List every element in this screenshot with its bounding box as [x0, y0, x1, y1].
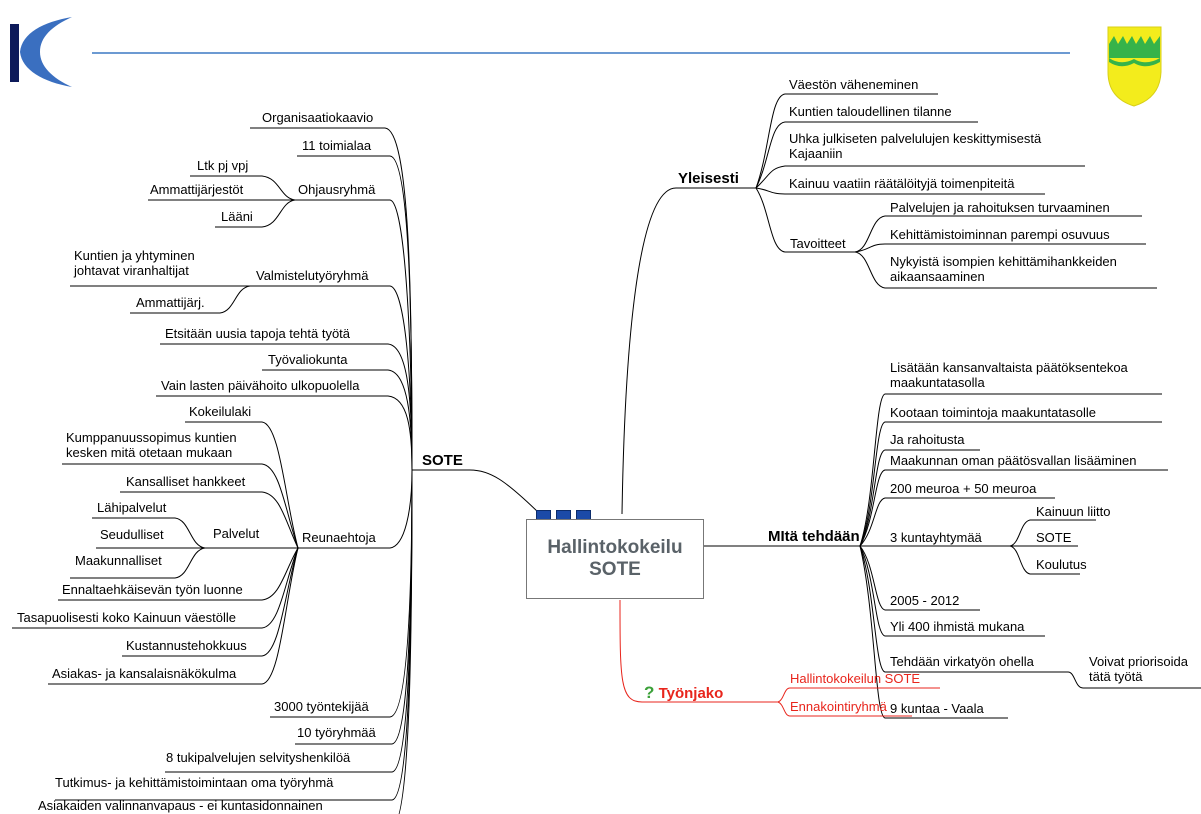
- topic-vaeston-vaheneminen[interactable]: Väestön väheneminen: [789, 77, 919, 92]
- kuntayhtyma-connectors: [1009, 519, 1096, 575]
- topic-nykyista-isompien[interactable]: Nykyistä isompien kehittämihankkeiden ai…: [890, 254, 1117, 284]
- topic-asiakas-ja-kansalaisnakokulma[interactable]: Asiakas- ja kansalaisnäkökulma: [52, 666, 237, 681]
- topic-seudulliset[interactable]: Seudulliset: [100, 527, 164, 542]
- topic-ammattijarj[interactable]: Ammattijärj.: [136, 295, 205, 310]
- branch-sote[interactable]: SOTE: [422, 452, 463, 469]
- ohjausryhma-connectors: [148, 175, 296, 228]
- topic-valmistelutyoryhma[interactable]: Valmistelutyöryhmä: [256, 268, 369, 283]
- topic-kainuun-liitto[interactable]: Kainuun liitto: [1036, 504, 1111, 519]
- topic-maakunnan-oman-paatosvallan[interactable]: Maakunnan oman päätösvallan lisääminen: [890, 453, 1137, 468]
- topic-vain-lasten-paivahoito[interactable]: Vain lasten päivähoito ulkopuolella: [161, 378, 360, 393]
- question-mark-icon: ?: [644, 683, 655, 702]
- topic-kainuu-vaatiin[interactable]: Kainuu vaatiin räätälöityjä toimenpiteit…: [789, 176, 1015, 191]
- topic-tasapuolisesti[interactable]: Tasapuolisesti koko Kainuun väestölle: [17, 610, 236, 625]
- topic-kehittamistoiminnan[interactable]: Kehittämistoiminnan parempi osuvuus: [890, 227, 1110, 242]
- branch-tyonjako[interactable]: ? Työnjako: [644, 683, 723, 703]
- topic-3-kuntayhtymaa[interactable]: 3 kuntayhtymää: [890, 530, 982, 545]
- topic-9-kuntaa-vaala[interactable]: 9 kuntaa - Vaala: [890, 701, 984, 716]
- topic-koulutus[interactable]: Koulutus: [1036, 557, 1087, 572]
- topic-uhka-julkiseten-palvelulujen[interactable]: Uhka julkiseten palvelulujen keskittymis…: [789, 131, 1042, 161]
- topic-asiakaiden-valinnanvapaus[interactable]: Asiakaiden valinnanvapaus - ei kuntasido…: [38, 798, 323, 813]
- topic-ammattijarjestot[interactable]: Ammattijärjestöt: [150, 182, 244, 197]
- topic-ohjausryhma[interactable]: Ohjausryhmä: [298, 182, 376, 197]
- branch-tyonjako-label: Työnjako: [658, 685, 724, 702]
- topic-hallintokokeilun-sote[interactable]: Hallintokokeilun SOTE: [790, 671, 921, 686]
- topic-maakunnalliset[interactable]: Maakunnalliset: [75, 553, 162, 568]
- topic-kansalliset-hankkeet[interactable]: Kansalliset hankkeet: [126, 474, 246, 489]
- yleisesti-connectors: [755, 93, 1085, 253]
- topic-kuntien-taloudellinen-tilanne[interactable]: Kuntien taloudellinen tilanne: [789, 104, 952, 119]
- topic-8-tukipalvelujen[interactable]: 8 tukipalvelujen selvityshenkilöä: [166, 750, 351, 765]
- tyonjako-connector-2: [777, 701, 912, 717]
- topic-kootaan-toimintoja[interactable]: Kootaan toimintoja maakuntatasolle: [890, 405, 1096, 420]
- topic-organisaatiokaavio[interactable]: Organisaatiokaavio: [262, 110, 374, 125]
- topic-etsitaan-uusia-tapoja[interactable]: Etsitään uusia tapoja tehtä työtä: [165, 326, 351, 341]
- topic-tavoitteet[interactable]: Tavoitteet: [790, 236, 846, 251]
- topic-reunaehtoja[interactable]: Reunaehtoja: [302, 530, 376, 545]
- topic-tutkimus-ja-kehittamistoiminta[interactable]: Tutkimus- ja kehittämistoimintaan oma ty…: [55, 775, 334, 790]
- palvelut-connectors: [70, 517, 206, 579]
- topic-yli-400-ihmista[interactable]: Yli 400 ihmistä mukana: [890, 619, 1025, 634]
- topic-laani[interactable]: Lääni: [221, 209, 253, 224]
- topic-ltk-pj-vpj[interactable]: Ltk pj vpj: [197, 158, 249, 173]
- central-topic-line-2: SOTE: [589, 559, 641, 580]
- topic-palvelujen-ja-rahoituksen[interactable]: Palvelujen ja rahoituksen turvaaminen: [890, 200, 1110, 215]
- topic-11-toimialaa[interactable]: 11 toimialaa: [302, 138, 372, 153]
- topic-palvelut[interactable]: Palvelut: [213, 526, 260, 541]
- topic-kustannustehokkuus[interactable]: Kustannustehokkuus: [126, 638, 247, 653]
- kainuu-logo: [10, 17, 72, 87]
- tyonjako-main-connector: [619, 599, 778, 703]
- topic-ennakointiryhma[interactable]: Ennakointiryhmä: [790, 699, 887, 714]
- topic-10-tyoryhmaa[interactable]: 10 työryhmää: [297, 725, 376, 740]
- kainuu-crest-icon: [1107, 26, 1162, 107]
- topic-2005-2012[interactable]: 2005 - 2012: [890, 593, 960, 608]
- topic-200-meuroa[interactable]: 200 meuroa + 50 meuroa: [890, 481, 1037, 496]
- central-topic-node[interactable]: Hallintokokeilu SOTE: [526, 519, 704, 599]
- branch-mita-tehdaan[interactable]: MItä tehdään: [768, 528, 860, 545]
- topic-tehdaan-virkatyon-ohella[interactable]: Tehdään virkatyön ohella: [890, 654, 1034, 669]
- central-topic-line-1: Hallintokokeilu: [547, 537, 683, 558]
- valmistelutyoryhma-connectors: [70, 285, 251, 314]
- sote-main-connector: [412, 469, 541, 515]
- yleisesti-main-connector: [621, 187, 756, 515]
- topic-lahipalvelut[interactable]: Lähipalvelut: [97, 500, 167, 515]
- branch-yleisesti[interactable]: Yleisesti: [678, 170, 739, 187]
- topic-kokeilulaki[interactable]: Kokeilulaki: [189, 404, 252, 419]
- topic-voivat-priorisoida[interactable]: Voivat priorisoida tätä työtä: [1089, 654, 1188, 684]
- tyonjako-connector-1: [777, 687, 940, 703]
- topic-kumppanuussopimus[interactable]: Kumppanuussopimus kuntien kesken mitä ot…: [66, 430, 237, 460]
- topic-kuntien-ja-yhtyminen[interactable]: Kuntien ja yhtyminen johtavat viranhalti…: [74, 248, 195, 278]
- virkatyo-connectors: [1067, 671, 1201, 689]
- sote-connectors: [55, 127, 413, 814]
- topic-ja-rahoitusta[interactable]: Ja rahoitusta: [890, 432, 965, 447]
- topic-sote[interactable]: SOTE: [1036, 530, 1072, 545]
- topic-ennaltaehkaisevan-tyon-luonne[interactable]: Ennaltaehkäisevän työn luonne: [62, 582, 243, 597]
- tavoitteet-connectors: [854, 215, 1157, 289]
- topic-3000-tyontekijaa[interactable]: 3000 työntekijää: [274, 699, 369, 714]
- topic-lisataan-kansanvaltaista[interactable]: Lisätään kansanvaltaista päätöksentekoa …: [890, 360, 1128, 390]
- topic-tyovaliokunta[interactable]: Työvaliokunta: [268, 352, 348, 367]
- reunaehtoja-connectors: [12, 421, 299, 685]
